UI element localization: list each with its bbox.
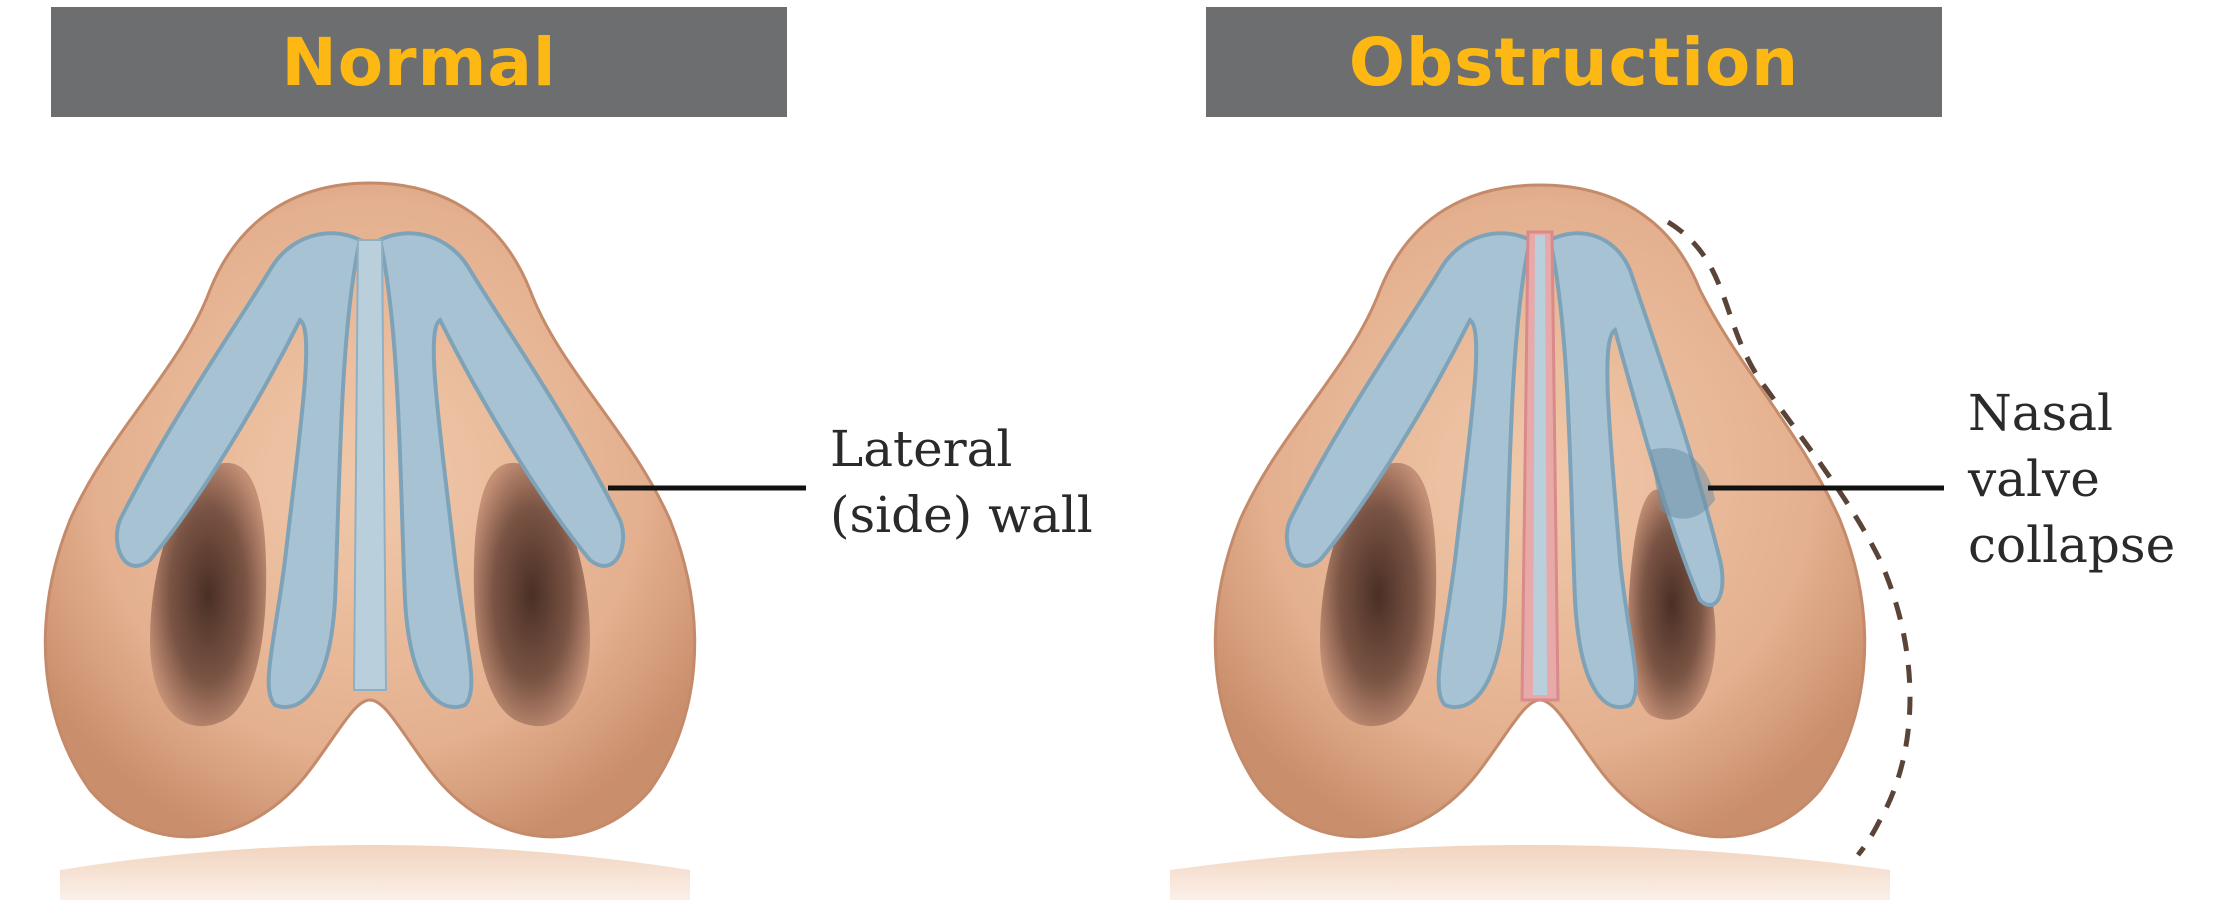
collapse-label-line-2: valve (1968, 450, 2100, 508)
obstruction-collapse-shadow (1650, 448, 1715, 519)
normal-right-cartilage (377, 231, 626, 710)
normal-nose-base (60, 845, 690, 900)
collapse-label-line-1: Nasal (1968, 384, 2114, 442)
obstruction-septum-inner (1533, 235, 1547, 695)
obstruction-header: Obstruction (1206, 7, 1942, 117)
obstruction-title: Obstruction (1348, 23, 1800, 101)
nasal-valve-collapse-label: Nasal valve collapse (1968, 380, 2175, 578)
normal-left-nostril (150, 462, 267, 727)
normal-header: Normal (51, 7, 787, 117)
lateral-wall-label-line-1: Lateral (830, 420, 1013, 478)
normal-nose (43, 181, 806, 900)
collapse-dashed-outline (1666, 219, 1913, 857)
normal-septum (352, 239, 388, 691)
normal-right-nostril (473, 462, 590, 727)
obstruction-nose (1170, 183, 1944, 900)
obstruction-nose-base (1170, 845, 1890, 900)
collapse-label-line-3: collapse (1968, 516, 2176, 574)
normal-title: Normal (281, 23, 557, 101)
lateral-wall-label: Lateral (side) wall (830, 416, 1093, 548)
obstruction-right-cartilage (1547, 231, 1725, 710)
obstruction-left-cartilage (1284, 231, 1533, 710)
obstruction-left-nostril (1320, 462, 1437, 727)
lateral-wall-label-line-2: (side) wall (830, 486, 1093, 544)
normal-left-cartilage (114, 231, 363, 710)
